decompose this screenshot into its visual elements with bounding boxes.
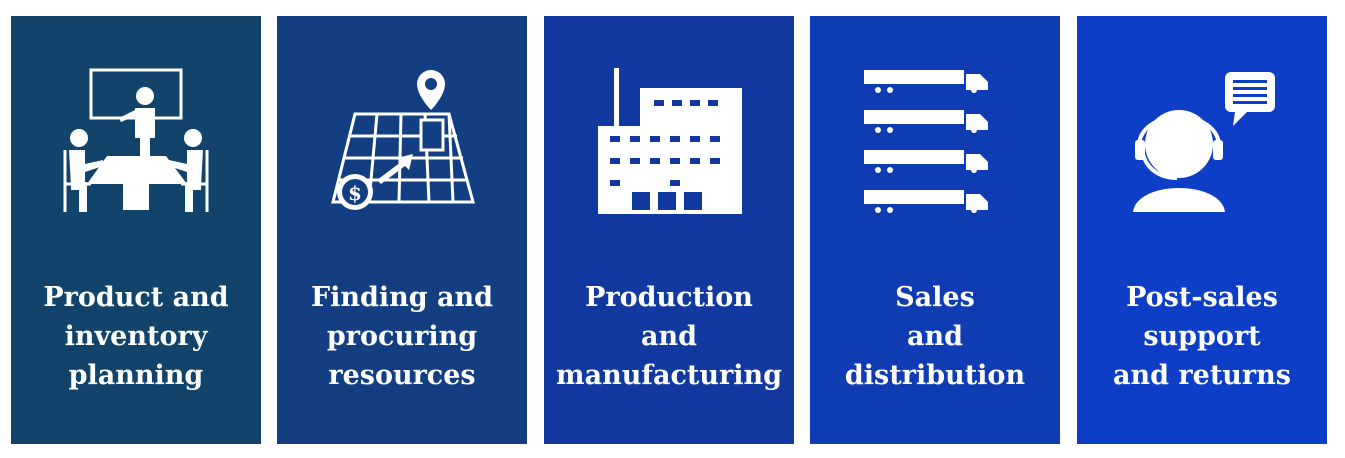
stage-label: Product and inventory planning (43, 282, 229, 391)
stage-procuring-resources: $ Finding and procuring resources (277, 16, 527, 444)
team-meeting-icon (11, 56, 261, 236)
factory-icon (544, 56, 794, 236)
trucks-icon (810, 56, 1060, 236)
stage-label: Sales and distribution (844, 282, 1026, 391)
stage-product-planning: Product and inventory planning (11, 16, 261, 444)
stage-post-sales: Post-sales support and returns (1077, 16, 1327, 444)
svg-text:$: $ (348, 181, 362, 205)
stage-label: Finding and procuring resources (310, 282, 494, 391)
map-location-icon: $ (277, 56, 527, 236)
headset-support-icon (1077, 56, 1327, 236)
stage-sales-distribution: Sales and distribution (810, 16, 1060, 444)
stage-label: Production and manufacturing (556, 282, 782, 391)
stage-label: Post-sales support and returns (1113, 282, 1291, 391)
stage-production: Production and manufacturing (544, 16, 794, 444)
